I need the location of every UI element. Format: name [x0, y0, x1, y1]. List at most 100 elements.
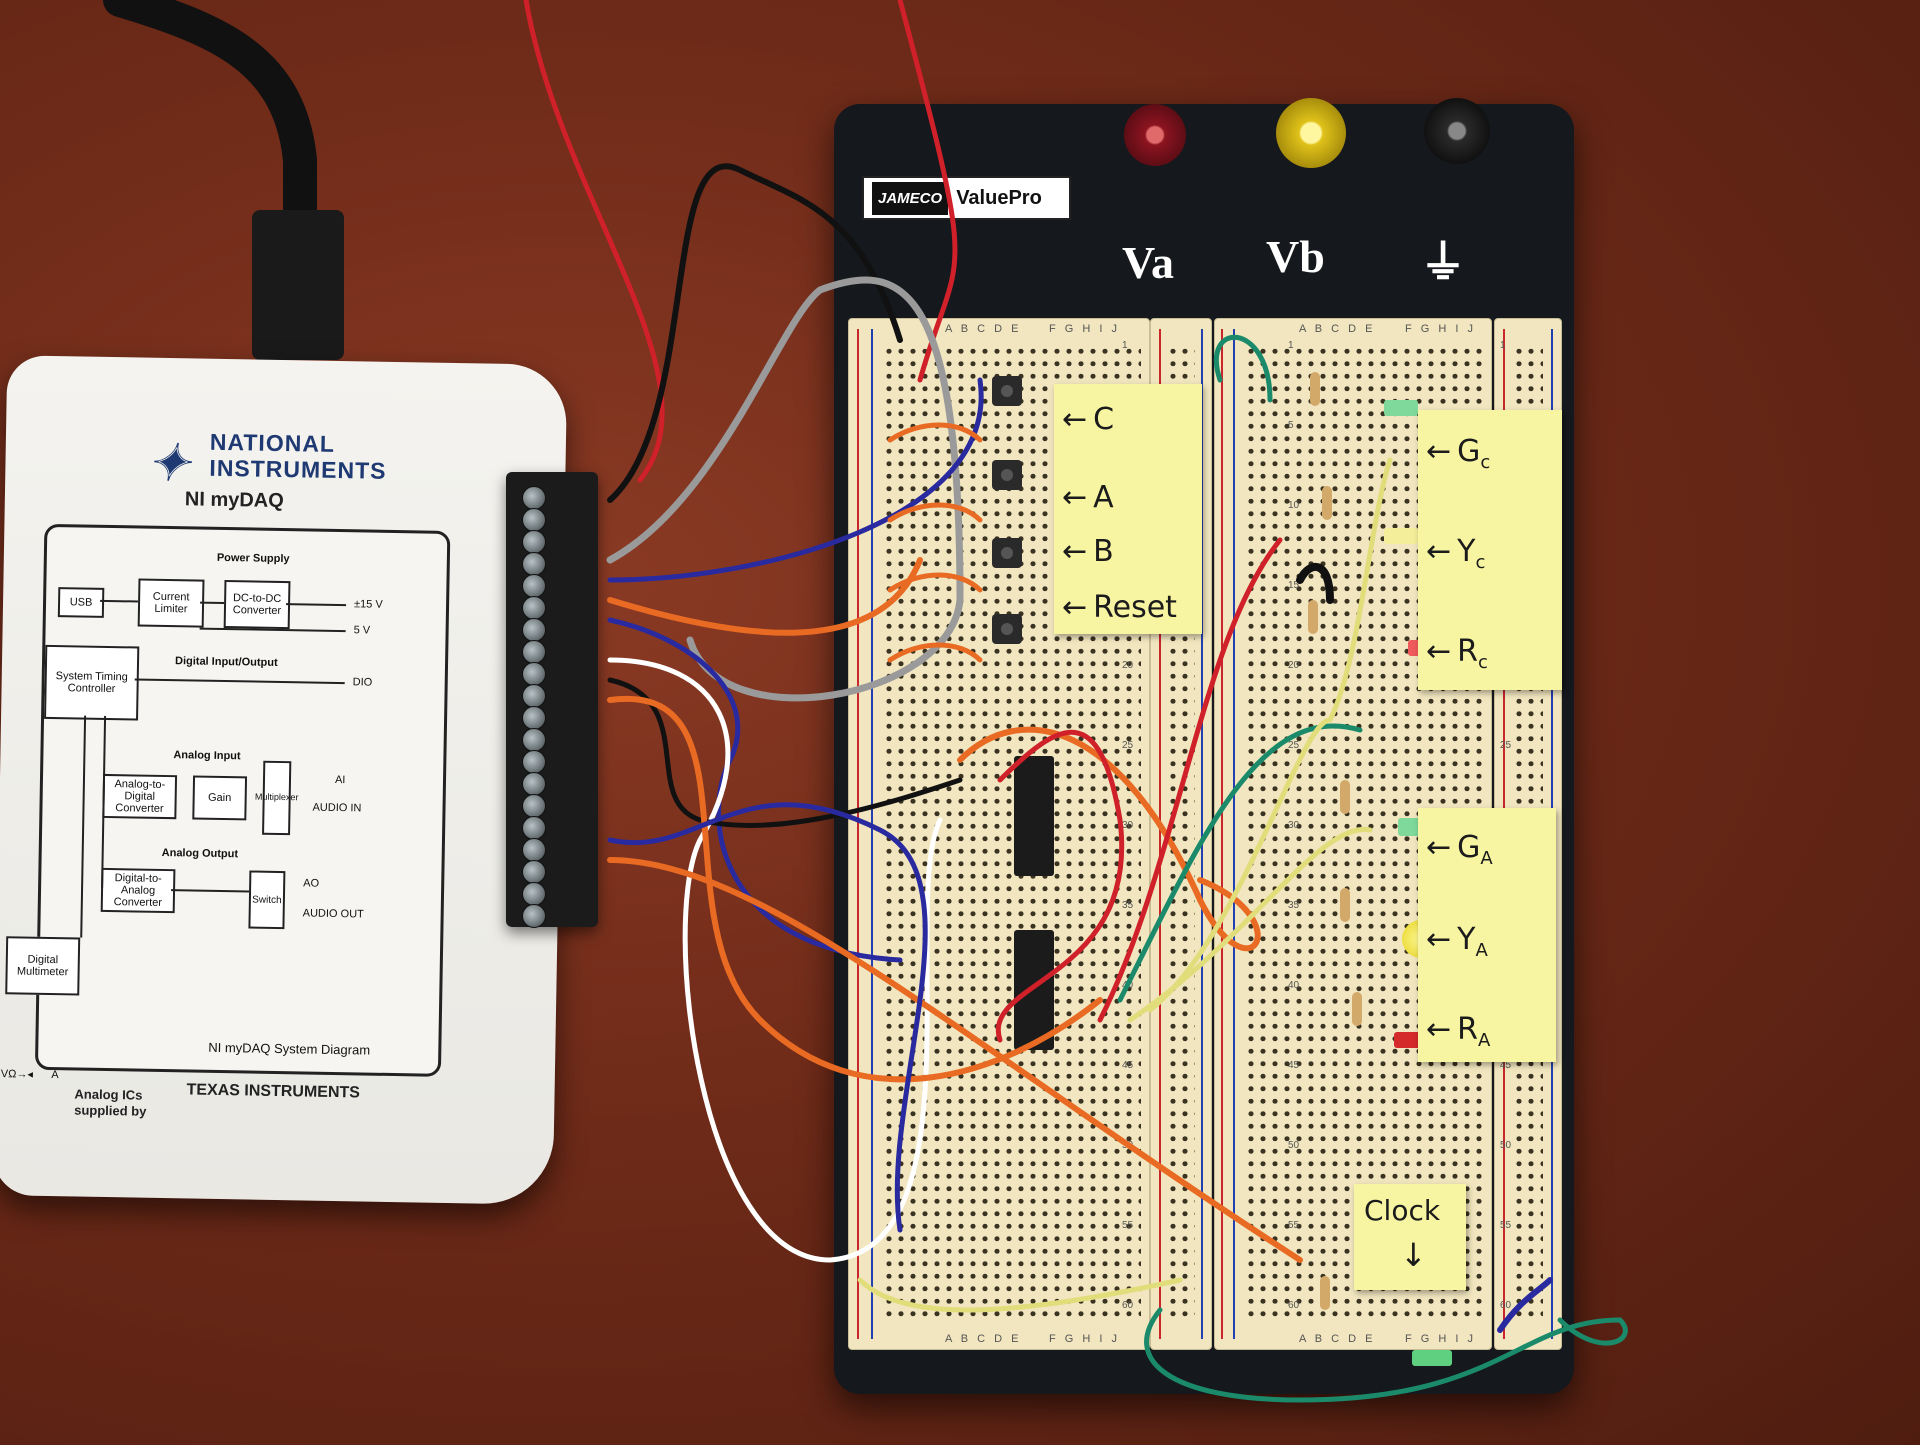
resistor	[1308, 600, 1318, 634]
resistor	[1352, 992, 1362, 1026]
terminal-screw[interactable]	[522, 860, 546, 884]
system-diagram: Power Supply USB Current Limiter DC-to-D…	[5, 523, 451, 1077]
current-limiter-block: Current Limiter	[137, 578, 205, 628]
row-number: 40	[1288, 980, 1300, 991]
resistor	[1340, 888, 1350, 922]
terminal-screw[interactable]	[522, 838, 546, 862]
terminal-screw[interactable]	[522, 574, 546, 598]
row-number: 35	[1122, 900, 1134, 911]
row-number: 50	[1288, 1140, 1300, 1151]
row-number: 50	[1122, 1140, 1134, 1151]
row-number: 1	[1288, 340, 1294, 351]
post-label-vb: Vb	[1266, 231, 1325, 282]
row-number: 55	[1500, 1220, 1512, 1231]
resistor	[1340, 780, 1350, 814]
row-number: 25	[1122, 740, 1134, 751]
terminal-screw[interactable]	[522, 816, 546, 840]
resistor	[1322, 486, 1332, 520]
gain-block: Gain	[192, 775, 248, 821]
terminal-screw[interactable]	[522, 904, 546, 928]
note-label-reset: ←Reset	[1062, 590, 1177, 625]
resistor	[1310, 372, 1320, 406]
row-number: 1	[1500, 340, 1506, 351]
model-name: NI myDAQ	[184, 488, 284, 513]
dmm-inputs: VΩ→◂ A	[0, 1068, 59, 1082]
ti-brand: TEXAS INSTRUMENTS	[186, 1081, 361, 1102]
terminal-screw[interactable]	[522, 486, 546, 510]
terminal-screw[interactable]	[522, 508, 546, 532]
row-number: 30	[1288, 820, 1300, 831]
row-number: 20	[1122, 660, 1134, 671]
post-yellow[interactable]	[1276, 98, 1346, 168]
row-number: 55	[1122, 1220, 1134, 1231]
note-label-gc: ←Gc	[1426, 434, 1491, 473]
terminal-screw[interactable]	[522, 618, 546, 642]
note-label-ga: ←GA	[1426, 830, 1493, 869]
dc-dc-block: DC-to-DC Converter	[223, 580, 291, 630]
terminal-screw[interactable]	[522, 772, 546, 796]
note-label-yc: ←Yc	[1426, 534, 1486, 573]
note-label-ya: ←YA	[1426, 922, 1488, 961]
row-number: 25	[1500, 740, 1512, 751]
usb-block: USB	[57, 587, 105, 618]
row-number: 20	[1288, 660, 1300, 671]
note-clock: Clock ↓	[1354, 1184, 1466, 1290]
row-number: 45	[1500, 1060, 1512, 1071]
ic-chip-upper	[1014, 756, 1054, 876]
switch-block: Switch	[248, 870, 286, 930]
row-number: 45	[1288, 1060, 1300, 1071]
pushbutton-a[interactable]	[992, 460, 1022, 490]
note-inputs: ←C ←A ←B ←Reset	[1054, 384, 1202, 634]
terminal-screw[interactable]	[522, 728, 546, 752]
mydaq-device: ✦ NATIONAL INSTRUMENTS NI myDAQ Power Su…	[0, 355, 568, 1205]
terminal-screw[interactable]	[522, 552, 546, 576]
arrow-down-icon: ↓	[1400, 1236, 1427, 1274]
row-number: 50	[1500, 1140, 1512, 1151]
row-number: 55	[1288, 1220, 1300, 1231]
jameco-valuepro-label: JAMECO ValuePro	[862, 176, 1071, 220]
row-number: 45	[1122, 1060, 1134, 1071]
terminal-screw[interactable]	[522, 530, 546, 554]
pushbutton-c[interactable]	[992, 376, 1022, 406]
row-number: 5	[1288, 420, 1294, 431]
resistor	[1320, 1276, 1330, 1310]
note-label-clock: Clock	[1364, 1194, 1441, 1227]
note-label-rc: ←Rc	[1426, 634, 1488, 673]
led-yellow-c	[1384, 528, 1418, 544]
post-red[interactable]	[1124, 104, 1186, 166]
note-traffic-c: ←Gc ←Yc ←Rc	[1418, 410, 1562, 690]
post-black[interactable]	[1424, 98, 1490, 164]
row-number: 10	[1288, 500, 1300, 511]
screw-terminal-block	[506, 472, 598, 928]
texas-instruments-credit: Analog ICs supplied by TEXAS INSTRUMENTS	[74, 1081, 360, 1119]
row-number: 15	[1288, 580, 1300, 591]
terminal-screw[interactable]	[522, 596, 546, 620]
note-label-c: ←C	[1062, 402, 1115, 437]
terminal-screw[interactable]	[522, 640, 546, 664]
terminal-screw[interactable]	[522, 794, 546, 818]
terminal-screw[interactable]	[522, 684, 546, 708]
pushbutton-reset[interactable]	[992, 614, 1022, 644]
row-number: 40	[1122, 980, 1134, 991]
row-number: 25	[1288, 740, 1300, 751]
row-number: 60	[1288, 1300, 1300, 1311]
ni-eagle-icon: ✦	[147, 434, 190, 492]
terminal-screw[interactable]	[522, 662, 546, 686]
pushbutton-b[interactable]	[992, 538, 1022, 568]
note-label-a: ←A	[1062, 480, 1114, 515]
dac-block: Digital-to-Analog Converter	[100, 867, 176, 914]
led-clock	[1412, 1350, 1452, 1366]
terminal-screw[interactable]	[522, 750, 546, 774]
multiplexer-block: Multiplexer	[255, 760, 299, 836]
terminal-screw[interactable]	[522, 882, 546, 906]
ic-chip-lower	[1014, 930, 1054, 1050]
post-label-ground: ⏚	[1420, 237, 1466, 288]
adc-block: Analog-to-Digital Converter	[102, 773, 178, 820]
terminal-screw[interactable]	[522, 706, 546, 730]
note-label-ra: ←RA	[1426, 1012, 1491, 1051]
note-traffic-a: ←GA ←YA ←RA	[1418, 808, 1556, 1062]
row-number: 60	[1500, 1300, 1512, 1311]
row-number: 60	[1122, 1300, 1134, 1311]
